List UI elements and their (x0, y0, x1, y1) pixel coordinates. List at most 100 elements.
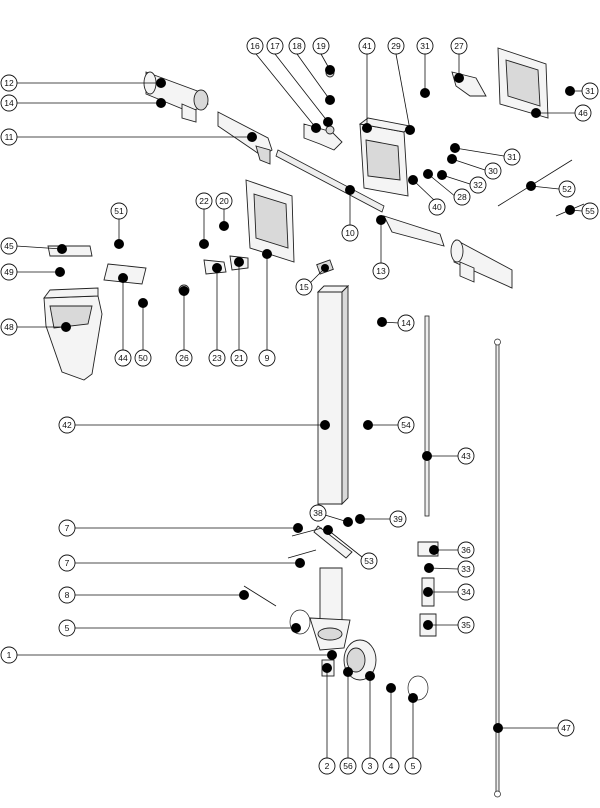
callout-51: 51 (110, 202, 128, 249)
callout-26: 26 (175, 286, 193, 367)
callout-label: 53 (364, 556, 374, 566)
callout-label: 21 (234, 353, 244, 363)
right-handle (450, 239, 513, 289)
callout-label: 23 (212, 353, 222, 363)
callout-54: 54 (363, 416, 415, 434)
callout-16: 16 (246, 37, 321, 133)
callout-label: 28 (457, 192, 467, 202)
callout-56: 56 (339, 667, 357, 775)
callout-5-lower: 5 (404, 693, 422, 775)
bolt-7b (287, 549, 317, 559)
callout-label: 38 (313, 508, 323, 518)
callout-17: 17 (266, 37, 333, 127)
callout-20: 20 (215, 192, 233, 231)
callout-label: 3 (368, 761, 373, 771)
callout-5: 5 (58, 619, 301, 637)
lever (303, 123, 343, 151)
callout-38: 38 (309, 504, 353, 527)
callout-15: 15 (295, 264, 329, 296)
link-53 (313, 525, 353, 559)
callout-label: 27 (454, 41, 464, 51)
callout-label: 15 (299, 282, 309, 292)
callout-label: 11 (5, 132, 14, 142)
callout-41: 41 (358, 37, 376, 133)
callout-33: 33 (424, 560, 475, 578)
callout-30: 30 (447, 154, 502, 180)
callout-label: 13 (376, 266, 386, 276)
callout-label: 40 (432, 202, 442, 212)
callout-label: 7 (65, 558, 70, 568)
main-tube (316, 284, 350, 506)
callout-label: 18 (292, 41, 302, 51)
bolt-7a (291, 527, 323, 537)
callout-label: 35 (461, 620, 471, 630)
callout-label: 52 (562, 184, 572, 194)
callout-label: 36 (461, 545, 471, 555)
callout-45: 45 (0, 237, 67, 255)
callout-31-mid: 31 (450, 143, 521, 166)
callout-31-right: 31 (565, 82, 599, 100)
callout-42: 42 (58, 416, 330, 434)
callout-label: 33 (461, 564, 471, 574)
callout-4: 4 (382, 683, 400, 775)
callout-label: 55 (585, 206, 595, 216)
right-arm (383, 215, 445, 247)
callout-18: 18 (288, 37, 335, 105)
center-housing (358, 117, 411, 197)
callout-label: 42 (62, 420, 72, 430)
cable-47 (494, 338, 501, 798)
callout-label: 45 (4, 241, 14, 251)
callout-49: 49 (0, 263, 65, 281)
callout-label: 30 (488, 166, 498, 176)
console-48 (43, 287, 103, 381)
left-handle (143, 71, 209, 123)
callout-1: 1 (0, 646, 337, 664)
callout-7: 7 (58, 519, 303, 537)
callout-23: 23 (208, 263, 226, 367)
callout-8: 8 (58, 586, 249, 604)
callout-36: 36 (429, 541, 475, 559)
callout-13: 13 (372, 215, 390, 280)
callout-label: 9 (265, 353, 270, 363)
callout-label: 19 (316, 41, 326, 51)
rod-43 (424, 315, 430, 517)
callout-label: 50 (138, 353, 148, 363)
rear-plate (497, 47, 549, 119)
callout-label: 31 (585, 86, 595, 96)
callout-label: 47 (561, 723, 571, 733)
callout-50: 50 (134, 298, 152, 367)
callout-2: 2 (318, 663, 336, 775)
callout-43: 43 (422, 447, 475, 465)
callout-label: 20 (219, 196, 229, 206)
callout-46: 46 (531, 104, 592, 122)
callout-28: 28 (423, 169, 471, 206)
callout-48: 48 (0, 318, 71, 336)
callout-55: 55 (565, 202, 599, 220)
callout-label: 7 (65, 523, 70, 533)
callout-label: 29 (391, 41, 401, 51)
callout-label: 22 (199, 196, 209, 206)
left-arm (217, 111, 273, 165)
callout-11: 11 (0, 128, 257, 146)
callout-label: 10 (345, 228, 355, 238)
callout-53: 53 (323, 525, 378, 570)
callout-22: 22 (195, 192, 213, 249)
callout-44: 44 (114, 273, 132, 367)
callout-35: 35 (423, 616, 475, 634)
callout-3: 3 (361, 671, 379, 775)
callout-19: 19 (312, 37, 335, 75)
plate-45 (47, 245, 93, 257)
callout-label: 49 (4, 267, 14, 277)
callout-label: 34 (461, 587, 471, 597)
callout-label: 14 (4, 98, 14, 108)
callout-label: 16 (250, 41, 260, 51)
callout-14: 14 (0, 94, 166, 112)
callout-label: 17 (270, 41, 280, 51)
callout-label: 14 (401, 318, 411, 328)
callout-10: 10 (341, 185, 359, 242)
callout-14-mid: 14 (377, 314, 415, 332)
callout-32: 32 (437, 170, 487, 194)
callout-label: 43 (461, 451, 471, 461)
callout-52: 52 (526, 180, 576, 198)
callout-label: 32 (473, 180, 483, 190)
